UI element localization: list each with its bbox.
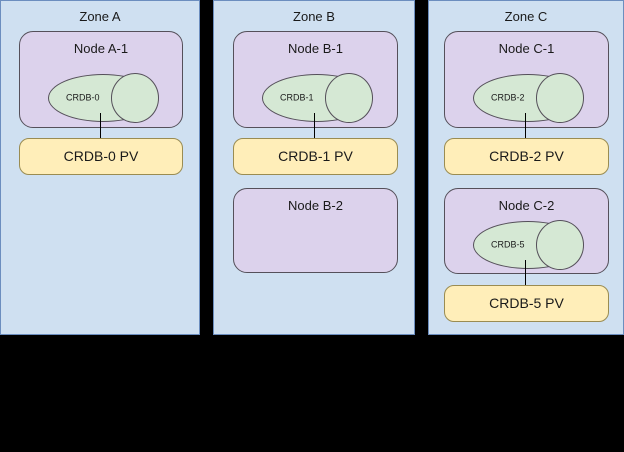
node-b-1-label: Node B-1 [288,41,343,56]
pv-crdb-2[interactable]: CRDB-2 PV [444,138,609,175]
database-label: CRDB-1 [280,92,314,103]
node-c-2-label: Node C-2 [498,198,555,213]
connector-node-b-1-to-crdb-1-pv [314,113,315,138]
cylinder-cap [324,73,373,123]
node-c-1-label: Node C-1 [498,41,555,56]
connector-node-c-2-to-crdb-5-pv [525,260,526,285]
zone-a-container: Zone A Node A-1 CRDB-0 CRDB-0 PV [0,0,200,335]
zone-b-title: Zone B [293,9,335,24]
zone-b-container: Zone B Node B-1 CRDB-1 CRDB-1 PV Node B-… [213,0,415,335]
zone-c-title: Zone C [504,9,548,24]
node-b-2[interactable]: Node B-2 [233,188,398,273]
cylinder-cap [535,220,584,270]
database-label: CRDB-5 [491,239,525,250]
pv-label: CRDB-0 PV [63,148,139,164]
pv-label: CRDB-1 PV [278,148,353,164]
connector-node-c-1-to-crdb-2-pv [525,113,526,138]
pv-label: CRDB-5 PV [489,295,564,311]
cylinder-cap [535,73,584,123]
node-b-1[interactable]: Node B-1 CRDB-1 [233,31,398,128]
database-cylinder-crdb-0[interactable]: CRDB-0 [48,73,159,123]
database-label: CRDB-0 [66,92,100,103]
database-label: CRDB-2 [491,92,525,103]
database-cylinder-crdb-5[interactable]: CRDB-5 [473,220,584,270]
pv-crdb-1[interactable]: CRDB-1 PV [233,138,398,175]
database-cylinder-crdb-2[interactable]: CRDB-2 [473,73,584,123]
zone-a-title: Zone A [79,9,121,24]
node-c-2[interactable]: Node C-2 CRDB-5 [444,188,609,274]
cylinder-cap [110,73,159,123]
pv-crdb-0[interactable]: CRDB-0 PV [19,138,183,175]
pv-crdb-5[interactable]: CRDB-5 PV [444,285,609,322]
pv-label: CRDB-2 PV [489,148,564,164]
node-b-2-label: Node B-2 [288,198,343,213]
database-cylinder-crdb-1[interactable]: CRDB-1 [262,73,373,123]
node-a-1-label: Node A-1 [73,41,129,56]
zone-c-container: Zone C Node C-1 CRDB-2 CRDB-2 PV Node C-… [428,0,624,335]
connector-node-a-1-to-crdb-0-pv [100,113,101,138]
node-c-1[interactable]: Node C-1 CRDB-2 [444,31,609,128]
node-a-1[interactable]: Node A-1 CRDB-0 [19,31,183,128]
